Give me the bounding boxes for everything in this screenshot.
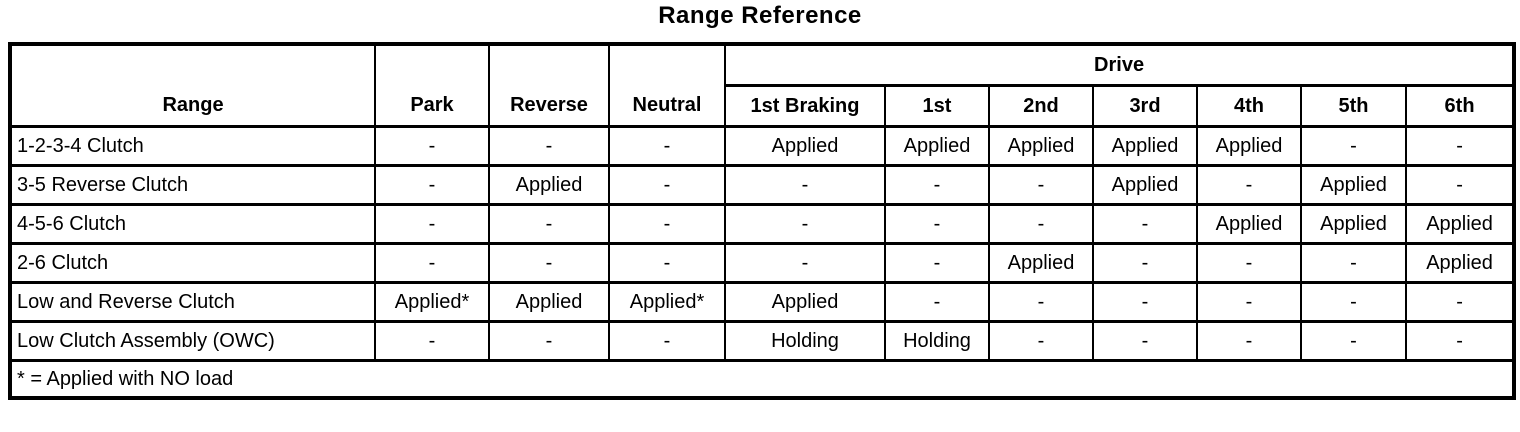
- header-1st: 1st: [884, 83, 990, 128]
- footnote-row: * = Applied with NO load: [8, 358, 1516, 400]
- cell-1st: Applied: [884, 124, 990, 167]
- cell-1st: Holding: [884, 319, 990, 362]
- cell-5th: -: [1300, 241, 1407, 284]
- header-4th: 4th: [1196, 83, 1302, 128]
- cell-4th: -: [1196, 280, 1302, 323]
- cell-2nd: Applied: [988, 124, 1094, 167]
- cell-reverse: Applied: [488, 280, 610, 323]
- cell-4th: -: [1196, 163, 1302, 206]
- cell-4th: -: [1196, 319, 1302, 362]
- cell-1st: -: [884, 202, 990, 245]
- cell-neutral: -: [608, 202, 726, 245]
- cell-1st-braking: Applied: [724, 280, 886, 323]
- header-6th: 6th: [1404, 83, 1516, 128]
- header-drive-group: Drive: [723, 42, 1516, 87]
- cell-reverse: Applied: [488, 163, 610, 206]
- cell-5th: -: [1300, 280, 1407, 323]
- row-label: Low and Reverse Clutch: [9, 280, 376, 323]
- cell-reverse: -: [488, 202, 610, 245]
- cell-6th: -: [1404, 163, 1516, 206]
- table-row: 2-6 Clutch - - - - - Applied - - - Appli…: [9, 241, 1516, 284]
- cell-park: -: [374, 163, 490, 206]
- cell-park: -: [374, 241, 490, 284]
- cell-4th: Applied: [1196, 202, 1302, 245]
- header-2nd: 2nd: [988, 83, 1094, 128]
- cell-2nd: -: [988, 319, 1094, 362]
- cell-neutral: -: [608, 124, 726, 167]
- cell-2nd: Applied: [988, 241, 1094, 284]
- cell-1st: -: [884, 241, 990, 284]
- cell-neutral: -: [608, 241, 726, 284]
- header-row-top: Range Park Reverse Neutral Drive: [9, 42, 1516, 128]
- cell-1st-braking: -: [724, 163, 886, 206]
- cell-park: Applied*: [374, 280, 490, 323]
- cell-1st-braking: -: [724, 202, 886, 245]
- cell-reverse: -: [488, 241, 610, 284]
- table-row: 4-5-6 Clutch - - - - - - - Applied Appli…: [9, 202, 1516, 245]
- cell-park: -: [374, 124, 490, 167]
- table-row: Low Clutch Assembly (OWC) - - - Holding …: [9, 319, 1516, 362]
- header-neutral: Neutral: [608, 42, 726, 128]
- footnote: * = Applied with NO load: [8, 358, 1516, 400]
- cell-4th: Applied: [1196, 124, 1302, 167]
- cell-4th: -: [1196, 241, 1302, 284]
- cell-6th: -: [1404, 319, 1516, 362]
- cell-2nd: -: [988, 163, 1094, 206]
- cell-2nd: -: [988, 202, 1094, 245]
- cell-6th: Applied: [1404, 241, 1516, 284]
- row-label: 2-6 Clutch: [9, 241, 376, 284]
- header-park: Park: [374, 42, 490, 128]
- header-reverse: Reverse: [488, 42, 610, 128]
- table-row: 3-5 Reverse Clutch - Applied - - - - App…: [9, 163, 1516, 206]
- cell-2nd: -: [988, 280, 1094, 323]
- cell-1st: -: [884, 280, 990, 323]
- table-row: Low and Reverse Clutch Applied* Applied …: [9, 280, 1516, 323]
- row-label: 3-5 Reverse Clutch: [9, 163, 376, 206]
- cell-6th: -: [1404, 124, 1516, 167]
- cell-park: -: [374, 202, 490, 245]
- cell-reverse: -: [488, 319, 610, 362]
- cell-1st: -: [884, 163, 990, 206]
- cell-5th: Applied: [1300, 163, 1407, 206]
- row-label: 4-5-6 Clutch: [9, 202, 376, 245]
- cell-1st-braking: Applied: [724, 124, 886, 167]
- cell-3rd: -: [1092, 241, 1198, 284]
- cell-5th: -: [1300, 124, 1407, 167]
- cell-1st-braking: Holding: [724, 319, 886, 362]
- cell-3rd: -: [1092, 202, 1198, 245]
- cell-reverse: -: [488, 124, 610, 167]
- cell-6th: Applied: [1404, 202, 1516, 245]
- cell-neutral: -: [608, 163, 726, 206]
- cell-5th: -: [1300, 319, 1407, 362]
- cell-neutral: -: [608, 319, 726, 362]
- cell-6th: -: [1404, 280, 1516, 323]
- row-label: Low Clutch Assembly (OWC): [9, 319, 376, 362]
- table-row: 1-2-3-4 Clutch - - - Applied Applied App…: [9, 124, 1516, 167]
- cell-5th: Applied: [1300, 202, 1407, 245]
- cell-3rd: Applied: [1092, 163, 1198, 206]
- header-1st-braking: 1st Braking: [724, 83, 886, 128]
- cell-1st-braking: -: [724, 241, 886, 284]
- cell-3rd: -: [1092, 280, 1198, 323]
- header-3rd: 3rd: [1092, 83, 1198, 128]
- cell-neutral: Applied*: [608, 280, 726, 323]
- cell-3rd: -: [1092, 319, 1198, 362]
- header-5th: 5th: [1300, 83, 1407, 128]
- cell-3rd: Applied: [1092, 124, 1198, 167]
- page-title: Range Reference: [658, 2, 862, 29]
- cell-park: -: [374, 319, 490, 362]
- header-row-sub: 1st Braking 1st 2nd 3rd 4th 5th 6th: [10, 83, 1516, 128]
- row-label: 1-2-3-4 Clutch: [9, 124, 376, 167]
- range-reference-table: Range Park Reverse Neutral Drive 1st Bra…: [8, 42, 1517, 400]
- header-range: Range: [9, 42, 376, 128]
